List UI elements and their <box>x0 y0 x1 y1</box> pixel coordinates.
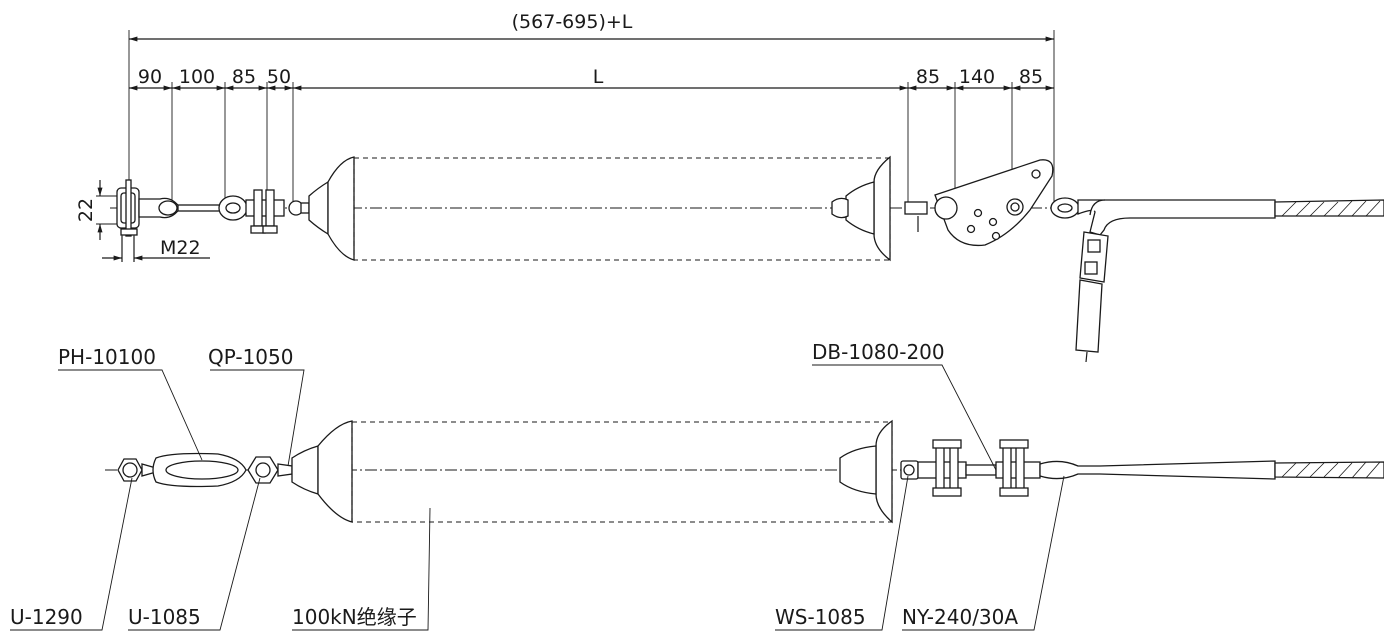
top-right-hardware <box>904 159 1384 363</box>
bottom-assembly-view: PH-10100 QP-1050 DB-1080-200 U-1290 U-10… <box>10 340 1384 631</box>
label-ws-1085: WS-1085 <box>775 605 866 629</box>
bottom-right-hardware <box>900 439 1384 497</box>
label-ny-240-30a: NY-240/30A <box>902 605 1018 629</box>
label-insulator: 100kN绝缘子 <box>292 605 417 629</box>
label-qp-1050: QP-1050 <box>208 345 293 369</box>
thread-size-dimension: M22 <box>160 237 201 259</box>
top-insulator <box>308 155 891 262</box>
bottom-insulator <box>291 419 893 524</box>
top-left-hardware <box>116 179 310 262</box>
dimension-90: 90 <box>138 66 162 88</box>
dimension-85-left: 85 <box>232 66 256 88</box>
dimension-140: 140 <box>959 66 995 88</box>
dimension-85-right-b: 85 <box>1019 66 1043 88</box>
leader-lines <box>10 364 1065 631</box>
label-ph-10100: PH-10100 <box>58 345 156 369</box>
dimension-50: 50 <box>267 66 291 88</box>
label-u-1290: U-1290 <box>10 605 83 629</box>
label-u-1085: U-1085 <box>128 605 201 629</box>
dimension-100: 100 <box>179 66 215 88</box>
label-db-1080-200: DB-1080-200 <box>812 340 945 364</box>
dimension-85-right-a: 85 <box>916 66 940 88</box>
bottom-left-hardware <box>117 452 293 488</box>
dimension-lines <box>96 30 1055 262</box>
top-assembly-view: (567-695)+L 90 100 85 50 L 85 140 85 22 … <box>75 11 1384 363</box>
insulator-length-dimension: L <box>593 66 604 88</box>
overall-length-dimension: (567-695)+L <box>512 11 633 33</box>
dimension-22: 22 <box>75 198 97 222</box>
